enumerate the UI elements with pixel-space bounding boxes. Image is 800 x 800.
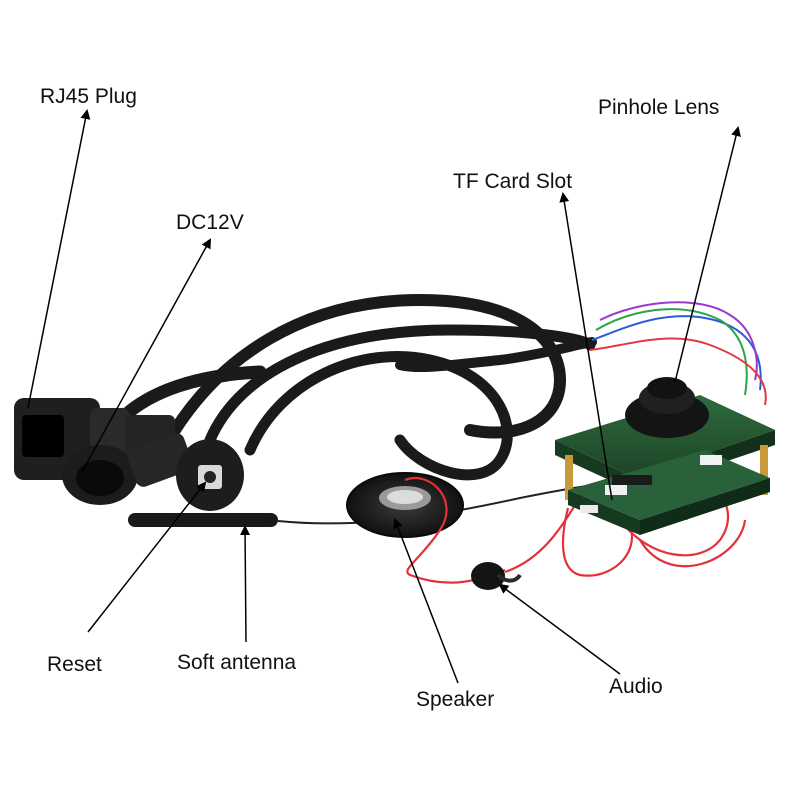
callout-arrows (27, 109, 741, 684)
label-rj45-plug: RJ45 Plug (40, 85, 137, 108)
arrow-antenna (240, 525, 251, 643)
arrow-dc12v (81, 238, 211, 473)
label-tf-card-slot: TF Card Slot (453, 170, 573, 193)
arrow-reset (87, 481, 207, 633)
reset-button-housing (176, 439, 244, 511)
pcb-board-stack (555, 395, 775, 535)
audio-microphone (471, 562, 522, 590)
label-pinhole-lens: Pinhole Lens (598, 96, 720, 119)
arrow-rj45 (27, 109, 91, 409)
arrow-speaker (393, 518, 459, 684)
label-soft-antenna: Soft antenna (177, 651, 297, 674)
label-speaker: Speaker (416, 688, 495, 711)
colored-lead-wires (589, 301, 767, 406)
speaker-disc (346, 472, 464, 538)
label-dc12v: DC12V (176, 211, 244, 234)
label-reset: Reset (47, 653, 102, 676)
cable-loops (113, 293, 597, 481)
arrow-pinhole (674, 126, 741, 383)
label-audio: Audio (609, 675, 663, 698)
pinhole-lens (625, 377, 709, 438)
arrow-audio (498, 583, 621, 675)
arrow-tf-card (559, 192, 613, 501)
